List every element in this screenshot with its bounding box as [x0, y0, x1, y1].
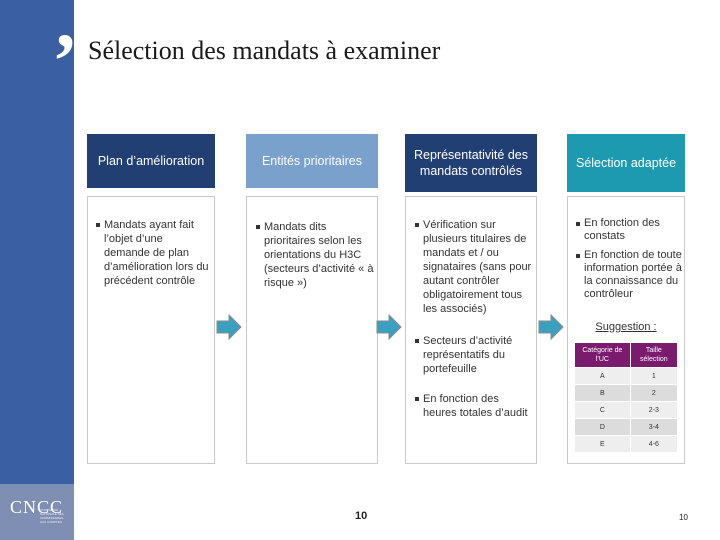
bullet-item: Secteurs d’activité représentatifs du po… [413, 334, 535, 376]
suggestion-label: Suggestion : [595, 321, 657, 333]
quote-mark-icon: ’ [52, 17, 78, 104]
page-number-center: 10 [355, 510, 368, 522]
table-header-taille: Taille sélection [629, 342, 679, 368]
column-header-selection: Sélection adaptée [567, 134, 685, 192]
table-cell: 2-3 [629, 401, 679, 419]
table-row: B 2 [574, 384, 679, 402]
column-text-representativite: Vérification sur plusieurs titulaires de… [413, 218, 535, 432]
selection-table: Catégorie de l’UC Taille sélection A 1 B… [574, 342, 679, 453]
bullet-item: En fonction des constats [574, 217, 682, 243]
table-row: C 2-3 [574, 401, 679, 419]
table-cell: A [574, 367, 631, 385]
column-box-plan [87, 196, 215, 464]
column-text-plan: Mandats ayant fait l’objet d’une demande… [94, 218, 210, 300]
bullet-item: Mandats ayant fait l’objet d’une demande… [94, 218, 210, 288]
column-text-entites: Mandats dits prioritaires selon les orie… [254, 220, 374, 302]
page-title: Sélection des mandats à examiner [88, 36, 441, 65]
table-cell: 2 [629, 384, 679, 402]
page-number-right: 10 [679, 513, 688, 522]
table-cell: 4-6 [629, 435, 679, 453]
table-cell: D [574, 418, 631, 436]
left-sidebar [0, 0, 74, 540]
bullet-item: En fonction de toute information portée … [574, 249, 682, 301]
table-header-categorie: Catégorie de l’UC [574, 342, 631, 368]
bullet-item: Vérification sur plusieurs titulaires de… [413, 218, 535, 316]
column-box-selection [567, 196, 685, 464]
column-box-representativite [405, 196, 537, 464]
column-header-plan: Plan d’amélioration [87, 134, 215, 188]
bullet-item: Mandats dits prioritaires selon les orie… [254, 220, 374, 290]
logo-subtitle: COMPAGNIE NATIONALE DES COMMISSAIRES AUX… [40, 508, 64, 524]
table-cell: 3-4 [629, 418, 679, 436]
column-text-selection: En fonction des constats En fonction de … [574, 217, 682, 313]
column-header-representativite: Représentativité des mandats contrôlés [405, 134, 537, 192]
arrow-right-icon [216, 314, 242, 340]
table-row: D 3-4 [574, 418, 679, 436]
logo: CNCC [10, 497, 64, 517]
bullet-item: En fonction des heures totales d’audit [413, 392, 535, 420]
table-row: A 1 [574, 367, 679, 385]
table-cell: C [574, 401, 631, 419]
arrow-right-icon [538, 314, 564, 340]
table-cell: 1 [629, 367, 679, 385]
table-cell: B [574, 384, 631, 402]
table-row: E 4-6 [574, 435, 679, 453]
table-cell: E [574, 435, 631, 453]
logo-area [0, 484, 74, 540]
arrow-right-icon [376, 314, 402, 340]
column-header-entites: Entités prioritaires [246, 134, 378, 188]
